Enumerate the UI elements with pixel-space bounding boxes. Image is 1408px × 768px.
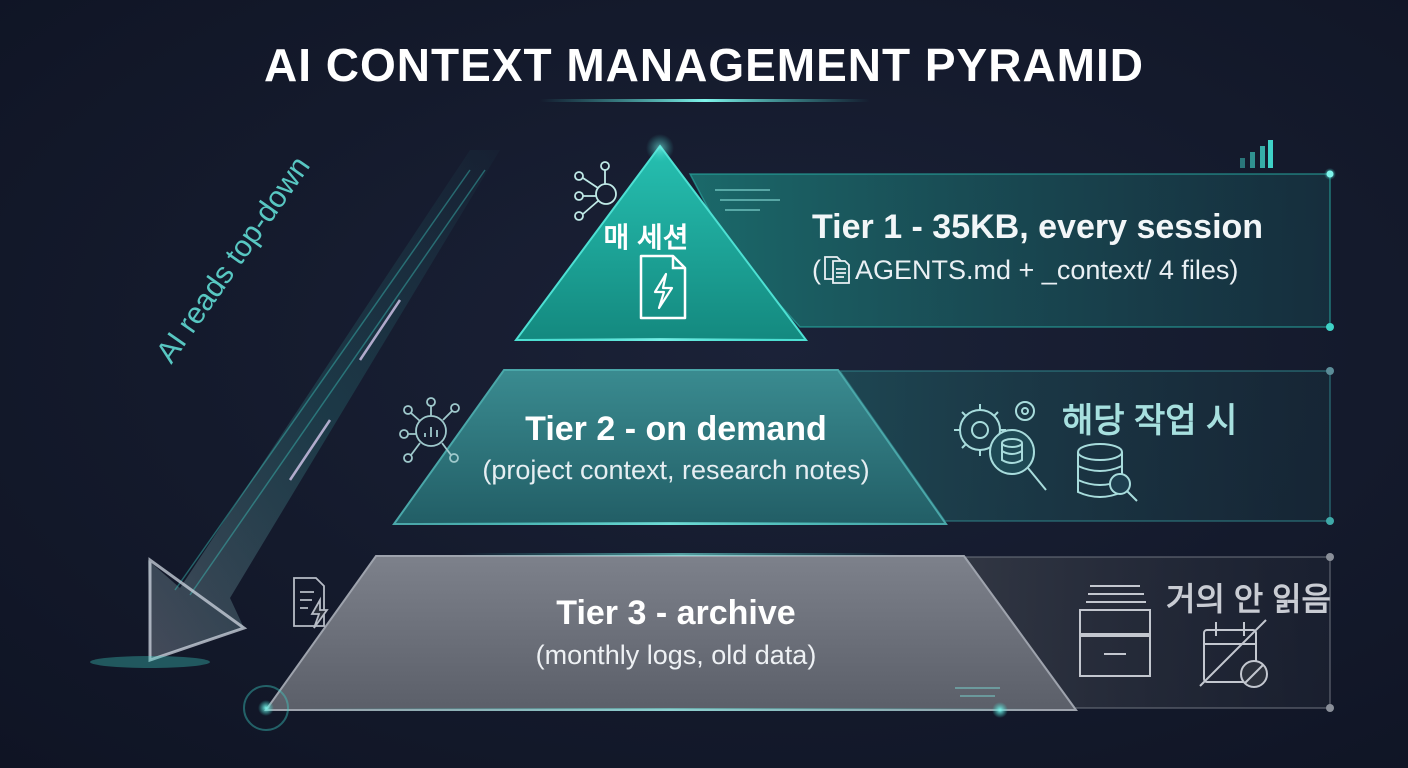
tier1-band: [688, 173, 1331, 328]
tier2-detail: (project context, research notes): [482, 455, 870, 485]
circuit-lines: [715, 189, 780, 211]
glow-node: [243, 685, 1008, 731]
tier3-detail: (monthly logs, old data): [535, 640, 817, 670]
tier2-heading: Tier 2 - on demand: [525, 410, 827, 448]
title-underline: [540, 99, 870, 102]
tier1-detail: ( AGENTS.md + _context/ 4 files): [812, 255, 1238, 286]
tier1-detail-text: AGENTS.md + _context/ 4 files): [855, 255, 1239, 285]
tier3-heading: Tier 3 - archive: [556, 594, 796, 632]
network-chart-icon: [399, 397, 460, 463]
tier1-apex-label: 매 세션: [603, 222, 689, 253]
archive-box-icon: [1079, 585, 1151, 677]
diagram-title: AI CONTEXT MANAGEMENT PYRAMID: [264, 39, 1144, 91]
band-dots: [1324, 168, 1336, 712]
tier1-heading: Tier 1 - 35KB, every session: [812, 208, 1264, 246]
neural-node-icon: [574, 161, 617, 221]
lightning-document-icon-small: [293, 577, 329, 629]
gear-search-icon: [954, 401, 1047, 491]
calendar-blocked-icon: [1199, 619, 1268, 688]
signal-bars-icon: [1240, 140, 1273, 168]
database-search-icon: [1077, 443, 1138, 502]
tier1-detail-paren: (: [812, 255, 821, 285]
tier2-pyramid-block: [392, 369, 948, 525]
lightning-document-icon: [639, 254, 687, 320]
tier3-side-label: 거의 안 읽음: [1166, 581, 1331, 617]
documents-icon: [824, 256, 850, 284]
tier2-side-label: 해당 작업 시: [1062, 402, 1238, 440]
top-down-arrow: [90, 150, 500, 668]
tier3-pyramid-block: [264, 555, 1078, 711]
